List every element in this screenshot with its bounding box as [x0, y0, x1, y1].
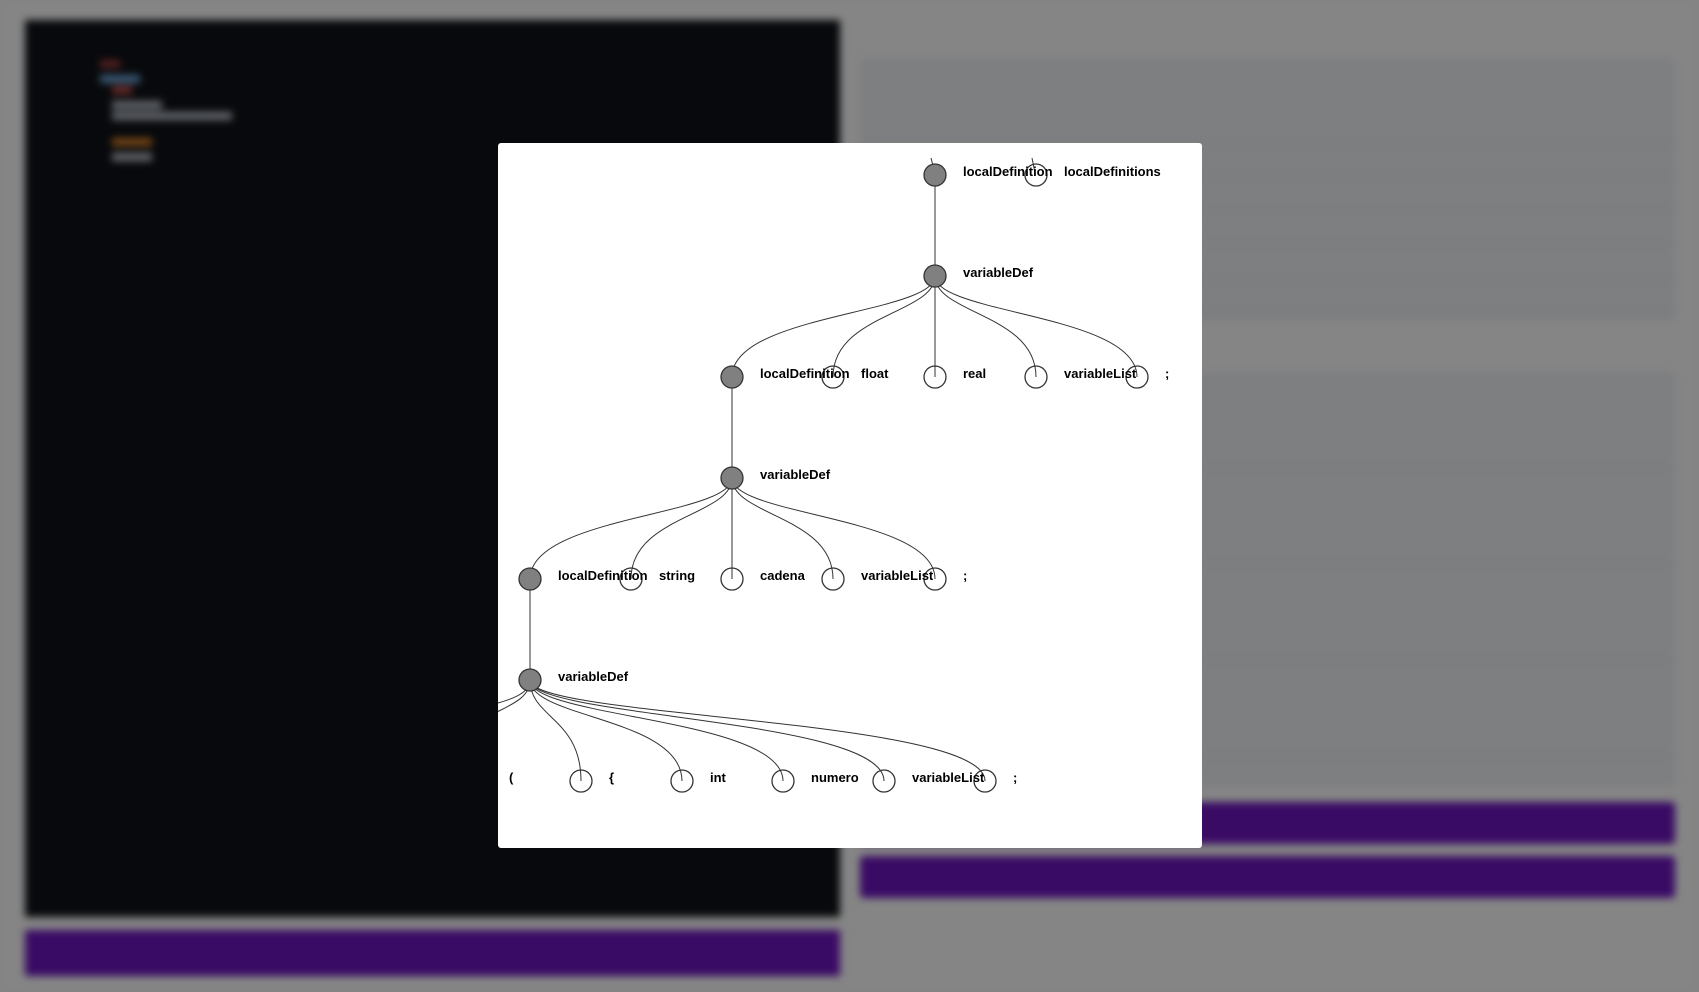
- tree-node[interactable]: [821, 365, 845, 389]
- tree-edge: [934, 275, 1037, 378]
- parse-tree[interactable]: localDefinition localDefinitions variabl…: [498, 143, 1202, 848]
- code-line: [65, 94, 232, 120]
- tree-node[interactable]: [923, 264, 947, 288]
- tree-node[interactable]: [923, 567, 947, 591]
- node-label: localDefinition: [760, 366, 850, 381]
- tree-node[interactable]: [720, 567, 744, 591]
- tree-node[interactable]: [1024, 365, 1048, 389]
- tree-node[interactable]: [1125, 365, 1149, 389]
- tree-node[interactable]: [872, 769, 896, 793]
- node-label: (: [509, 770, 514, 785]
- tree-node[interactable]: [923, 365, 947, 389]
- tree-node[interactable]: [670, 769, 694, 793]
- tree-node[interactable]: [518, 567, 542, 591]
- table-row: [860, 176, 1675, 211]
- tree-node[interactable]: [518, 668, 542, 692]
- node-label: int: [710, 770, 727, 785]
- tree-edge: [1031, 157, 1036, 174]
- node-label: ;: [1013, 770, 1017, 785]
- tree-edge: [529, 679, 582, 782]
- tree-edge: [630, 477, 733, 580]
- table-row: [860, 244, 1675, 279]
- node-label: ;: [963, 568, 967, 583]
- code-line: [53, 42, 193, 83]
- tree-edge: [934, 275, 1138, 378]
- list-item: [860, 372, 1675, 468]
- node-label: variableDef: [760, 467, 831, 482]
- tree-node[interactable]: [720, 365, 744, 389]
- code-line: [65, 120, 225, 161]
- list-item: [860, 660, 1675, 756]
- node-label: variableList: [912, 770, 985, 785]
- node-label: localDefinitions: [1064, 164, 1161, 179]
- node-label: cadena: [760, 568, 806, 583]
- list-item: [860, 468, 1675, 564]
- table-row: [860, 108, 1675, 143]
- tree-node[interactable]: [720, 466, 744, 490]
- tree-edge: [529, 679, 784, 782]
- tree-edge: [731, 275, 936, 378]
- parse-tree-modal: localDefinition localDefinitions variabl…: [498, 143, 1202, 848]
- tree-node[interactable]: [569, 769, 593, 793]
- node-label: {: [609, 770, 614, 785]
- table-row: [860, 278, 1675, 313]
- node-label: float: [861, 366, 889, 381]
- table-row: [860, 210, 1675, 245]
- run-button[interactable]: [25, 930, 840, 976]
- node-label: variableList: [861, 568, 934, 583]
- node-label: localDefinition: [558, 568, 648, 583]
- tree-node[interactable]: [771, 769, 795, 793]
- tree-node[interactable]: [619, 567, 643, 591]
- tree-edge: [529, 477, 733, 580]
- node-label: string: [659, 568, 695, 583]
- tree-node[interactable]: [821, 567, 845, 591]
- tree-node[interactable]: [1024, 163, 1048, 187]
- tree-node[interactable]: [923, 163, 947, 187]
- list-item: [860, 564, 1675, 660]
- node-label: real: [963, 366, 986, 381]
- tree-edge: [529, 679, 683, 782]
- tree-edge: [529, 679, 885, 782]
- code-line: [65, 68, 205, 109]
- node-label: variableDef: [558, 669, 629, 684]
- tree-edge: [832, 275, 936, 378]
- node-label: numero: [811, 770, 859, 785]
- node-label: variableList: [1064, 366, 1137, 381]
- node-label: ;: [1165, 366, 1169, 381]
- node-label: variableDef: [963, 265, 1034, 280]
- tree-node[interactable]: [973, 769, 997, 793]
- tree-edge: [529, 679, 986, 782]
- tree-edge: [731, 477, 936, 580]
- node-label: localDefinition: [963, 164, 1053, 179]
- tree-edge: [731, 477, 834, 580]
- side-action-button[interactable]: [860, 856, 1675, 898]
- table-row: [860, 142, 1675, 177]
